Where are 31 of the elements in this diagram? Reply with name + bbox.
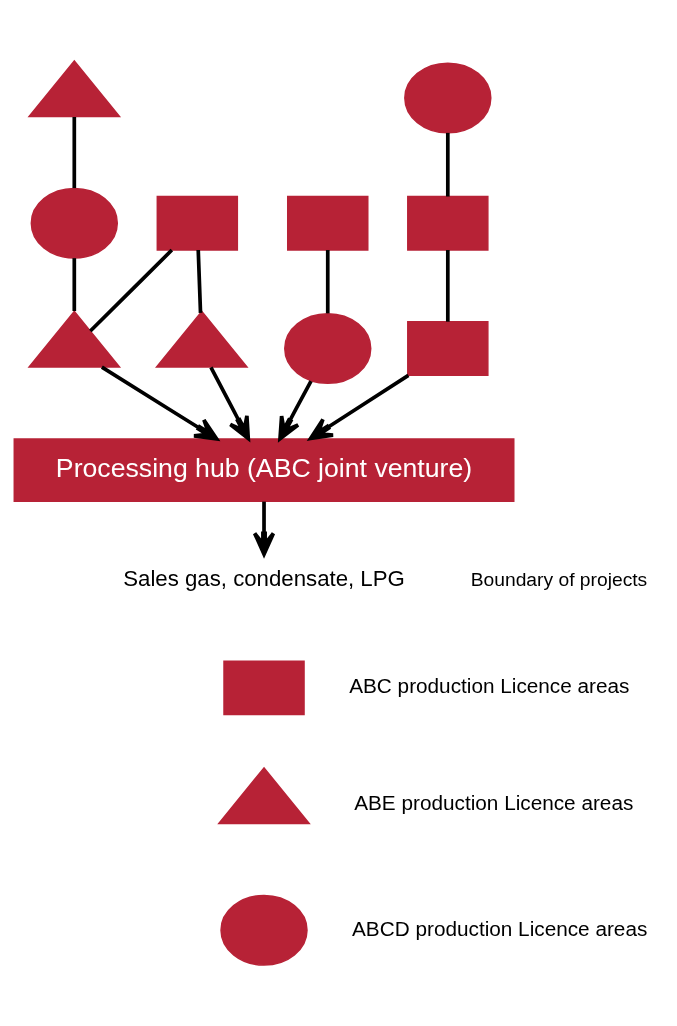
- node-box: [156, 195, 239, 251]
- connector: [72, 258, 77, 312]
- legend-label: ABE production Licence areas: [354, 791, 634, 815]
- arrow: [209, 366, 251, 441]
- node-triangle: [217, 766, 311, 825]
- arrow: [278, 380, 313, 441]
- node-box: [407, 195, 489, 251]
- node-box: Processing hub (ABC joint venture): [13, 438, 515, 502]
- connector: [325, 250, 330, 314]
- node-box: [287, 195, 369, 251]
- arrow: [252, 501, 276, 556]
- connector: [445, 132, 450, 197]
- legend-label: ABCD production Licence areas: [352, 916, 648, 940]
- legend-label: ABC production Licence areas: [349, 674, 630, 698]
- node-circle: [404, 62, 492, 134]
- connector: [445, 250, 450, 322]
- node-triangle: [27, 59, 122, 118]
- node-box: [407, 321, 489, 376]
- arrow: [308, 373, 410, 441]
- node-triangle: [27, 310, 122, 368]
- connector: [72, 117, 77, 189]
- node-circle: [30, 187, 118, 259]
- node-circle: [220, 894, 308, 966]
- node-box: [223, 660, 305, 716]
- connector: [89, 248, 174, 333]
- node-triangle: [155, 310, 249, 368]
- node-circle: [284, 312, 372, 385]
- arrow: [100, 365, 219, 441]
- node-text: Sales gas, condensate, LPG: [123, 566, 405, 592]
- connector: [196, 249, 203, 313]
- label: Boundary of projects: [470, 569, 648, 591]
